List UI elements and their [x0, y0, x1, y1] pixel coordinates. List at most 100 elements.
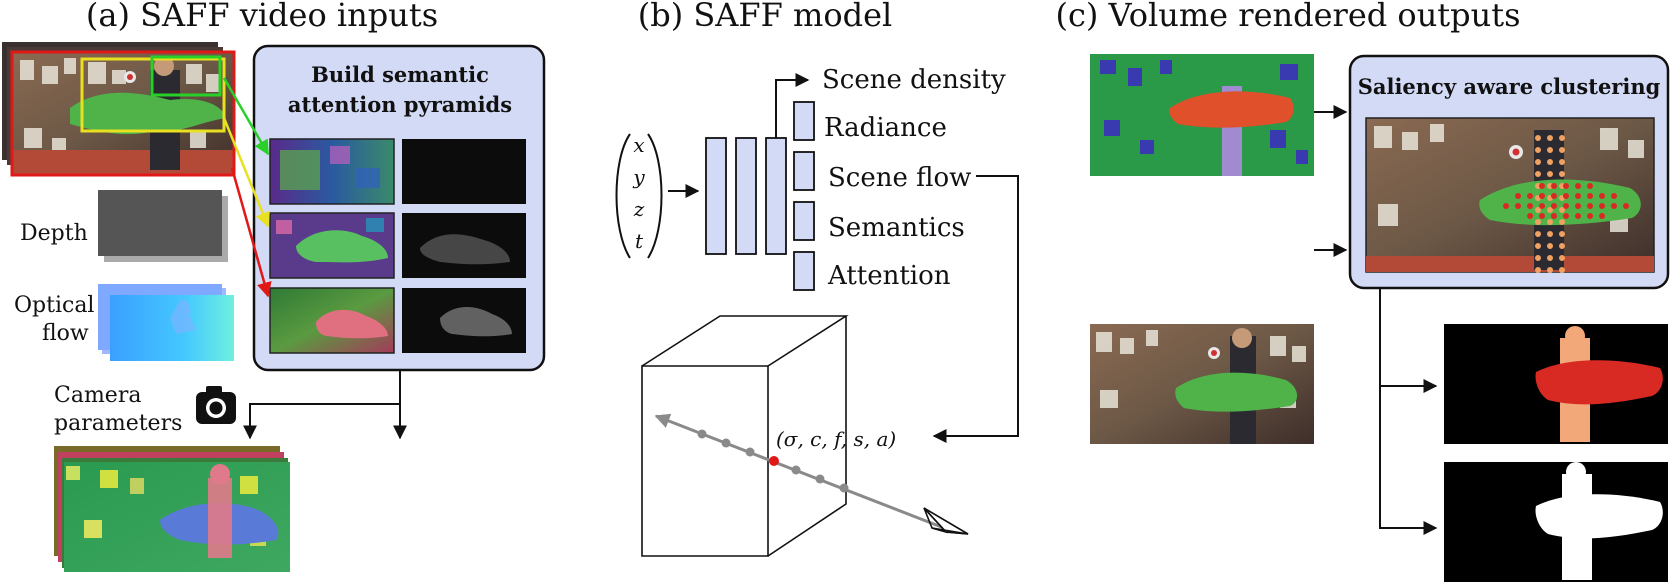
cluster-dot [1559, 207, 1565, 213]
flow-label-line2: flow [42, 321, 89, 346]
camera-label-line1: Camera [54, 383, 141, 408]
camera-ray [654, 413, 945, 530]
cluster-dot [1559, 231, 1565, 237]
output-block-radiance [793, 101, 815, 141]
cluster-dot [1559, 219, 1565, 225]
output-scene-density: Scene density [822, 65, 1006, 95]
output-block-sceneflow [793, 151, 815, 191]
cluster-dot [1535, 243, 1541, 249]
output-semantics: Semantics [828, 213, 965, 243]
cluster-dot [1527, 193, 1533, 199]
output-block-semantics [793, 201, 815, 241]
cluster-dot [1559, 255, 1565, 261]
panel-c-title: (c) Volume rendered outputs [1055, 0, 1520, 34]
cluster-dot [1599, 213, 1605, 219]
cluster-dot [1535, 159, 1541, 165]
cluster-dot [1547, 207, 1553, 213]
rendered-rgb-image [1090, 324, 1314, 444]
cluster-dot [1539, 203, 1545, 209]
output-attention: Attention [827, 261, 951, 291]
green-crop-arrow [222, 77, 270, 156]
cluster-dot [1547, 231, 1553, 237]
depth-label: Depth [20, 221, 88, 246]
cluster-dot [1539, 183, 1545, 189]
rendered-feature-stack [54, 446, 290, 572]
cluster-dot [1559, 267, 1565, 273]
cluster-dot [1551, 203, 1557, 209]
clustering-image [1365, 117, 1655, 273]
sample-tuple: (σ, c, f, s, a) [776, 427, 896, 451]
optical-flow-stack [98, 284, 234, 361]
panel-b-title: (b) SAFF model [638, 0, 893, 34]
to-binary-mask-arrow [1379, 288, 1438, 535]
cluster-dot [1559, 243, 1565, 249]
cluster-dot [1515, 193, 1521, 199]
sample-point [769, 456, 779, 466]
clustering-box-title: Saliency aware clustering [1358, 74, 1661, 99]
cluster-dot [1551, 183, 1557, 189]
cluster-dot [1539, 213, 1545, 219]
cluster-dot [1535, 255, 1541, 261]
cluster-dot [1547, 267, 1553, 273]
cluster-dots [1503, 135, 1629, 273]
cluster-dot [1547, 147, 1553, 153]
cluster-dot [1587, 183, 1593, 189]
cluster-dot [1503, 203, 1509, 209]
cluster-dot [1575, 203, 1581, 209]
cluster-dot [1575, 213, 1581, 219]
cluster-dot [1623, 203, 1629, 209]
rendered-feature-image [1090, 54, 1314, 176]
camera-label-line2: parameters [54, 411, 182, 436]
flow-label-line1: Optical [14, 293, 94, 318]
depth-map-stack [98, 190, 228, 262]
output-radiance: Radiance [824, 113, 947, 143]
cluster-dot [1547, 255, 1553, 261]
cluster-dot [1559, 159, 1565, 165]
pyramid-box-title-line1: Build semantic [311, 62, 489, 87]
cluster-dot [1559, 135, 1565, 141]
input-z: z [633, 197, 645, 221]
cluster-dot [1527, 203, 1533, 209]
feature-map-level-2 [269, 212, 395, 279]
input-t: t [635, 229, 644, 253]
multi-object-mask [1444, 324, 1668, 444]
camera-icon [196, 386, 236, 424]
camera-frustum-icon [923, 507, 969, 535]
mlp-layer-2 [735, 137, 757, 255]
cluster-dot [1535, 231, 1541, 237]
cluster-dot [1535, 135, 1541, 141]
cluster-dot [1527, 213, 1533, 219]
cluster-dot [1559, 147, 1565, 153]
to-rendered-arrow [243, 403, 400, 440]
cluster-dot [1547, 171, 1553, 177]
cluster-dot [1563, 213, 1569, 219]
attention-map-level-1 [402, 139, 526, 204]
mlp-layer-1 [705, 137, 727, 255]
cluster-dot [1563, 193, 1569, 199]
cluster-dot [1515, 203, 1521, 209]
density-arrow [775, 73, 810, 138]
cluster-dot [1535, 147, 1541, 153]
cluster-dot [1551, 213, 1557, 219]
yellow-crop-arrow [222, 117, 270, 228]
cluster-dot [1587, 193, 1593, 199]
cluster-dot [1547, 135, 1553, 141]
input-y: y [632, 165, 645, 189]
cluster-dot [1599, 193, 1605, 199]
cluster-dot [1535, 267, 1541, 273]
mlp-layer-3 [765, 137, 787, 255]
cluster-dot [1547, 243, 1553, 249]
cluster-dot [1575, 183, 1581, 189]
attention-map-level-2 [402, 213, 526, 278]
input-vector [615, 133, 663, 259]
scene-flow-arrow [932, 175, 1019, 443]
cluster-dot [1535, 207, 1541, 213]
cluster-dot [1535, 171, 1541, 177]
cluster-dot [1547, 219, 1553, 225]
cluster-dot [1587, 213, 1593, 219]
cluster-dot [1611, 203, 1617, 209]
attention-map-level-3 [402, 288, 526, 353]
input-x: x [633, 133, 644, 157]
